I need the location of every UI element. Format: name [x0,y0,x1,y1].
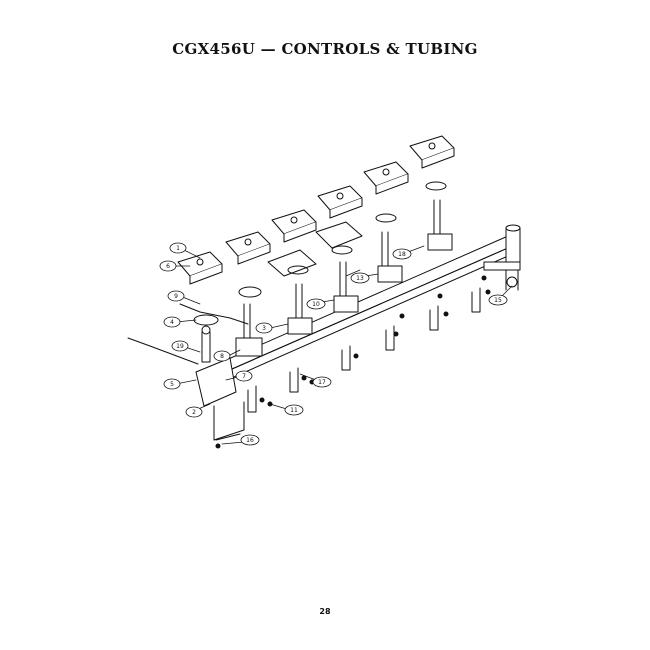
page-number: 28 [319,607,331,616]
callout-16 [240,434,260,446]
callout-15 [488,294,508,306]
callout-label: 5 [170,381,174,388]
manifold-bar-underside [215,243,518,385]
callout-label: 6 [166,263,170,270]
callout-4 [163,316,181,328]
callout-label: 15 [494,297,502,304]
valve-stems [243,199,441,341]
tubing-line-left [127,337,199,365]
callout-label: 1 [176,245,180,252]
callout-label: 16 [246,437,254,444]
valve-plate-a [267,221,363,277]
callout-1 [169,242,187,254]
callout-label: 18 [398,251,406,258]
callout-label: 17 [318,379,326,386]
callout-label: 2 [192,409,196,416]
callout-label: 4 [170,319,174,326]
control-plate-3 [271,209,317,243]
callout-label: 19 [176,343,184,350]
callout-9 [167,290,185,302]
callout-label: 10 [312,301,320,308]
callout-13 [350,272,370,284]
callout-6 [159,260,177,272]
callout-label: 11 [290,407,298,414]
control-plate-2 [225,231,271,265]
callout-19 [171,340,189,352]
callout-label: 13 [356,275,364,282]
callout-labels: 1 6 9 4 19 5 7 2 16 8 3 10 13 18 17 11 1… [166,245,502,444]
callout-8 [213,350,231,362]
callout-3 [255,322,273,334]
valve-bodies [235,233,453,357]
control-plate-6 [409,135,455,169]
knob-rings [193,181,447,326]
bar-brackets [247,287,481,413]
callout-5 [163,378,181,390]
page-title: CGX456U — CONTROLS & TUBING [172,40,478,58]
callout-label: 8 [220,353,224,360]
callout-label: 7 [242,373,246,380]
callout-10 [306,298,326,310]
control-plate-5 [363,161,409,195]
callout-label: 3 [262,325,266,332]
callout-11 [284,404,304,416]
right-end-assembly [483,224,521,291]
callout-2 [185,406,203,418]
callout-7 [235,370,253,382]
left-end-assembly [195,325,245,441]
callout-label: 9 [174,293,178,300]
callout-17 [312,376,332,388]
callout-18 [392,248,412,260]
callouts [159,242,508,446]
tubing-line-left-2 [179,303,249,325]
control-plate-1 [177,251,223,285]
control-plate-4 [317,185,363,219]
